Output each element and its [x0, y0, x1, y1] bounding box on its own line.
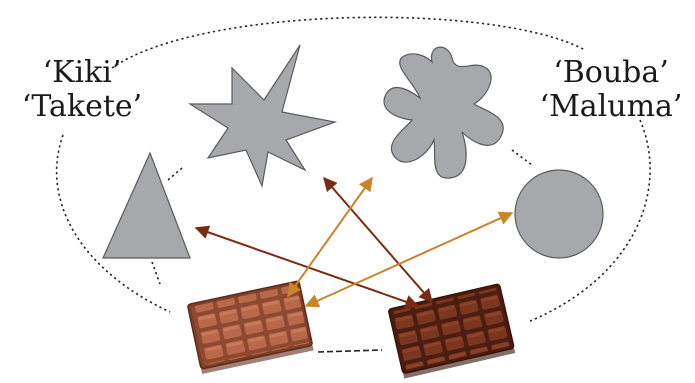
- spiky-star-icon: [190, 45, 335, 186]
- milk-chocolate-bar-icon: [187, 281, 313, 374]
- star-triangle-dotted-connector: [168, 168, 182, 180]
- kiki-word: ‘Kiki’: [6, 56, 158, 90]
- circle-icon: [515, 170, 603, 258]
- triangle-dark-chocolate-arrow: [196, 228, 418, 306]
- blob-icon: [384, 47, 503, 178]
- chocolate-dashed-connector: [318, 350, 382, 352]
- maluma-word: ‘Maluma’: [528, 90, 694, 124]
- dark-chocolate-bar-icon: [388, 284, 515, 379]
- triangle-chocolate-dotted-connector: [152, 262, 160, 284]
- blob-circle-dotted-connector: [512, 150, 532, 165]
- triangle-icon: [103, 153, 190, 258]
- takete-word: ‘Takete’: [6, 90, 158, 124]
- top-dotted-arc: [112, 17, 585, 68]
- blob-milk-chocolate-arrow: [288, 178, 372, 296]
- star-dark-chocolate-arrow: [324, 178, 432, 302]
- bouba-word: ‘Bouba’: [528, 56, 694, 90]
- spiky-words-label: ‘Kiki’ ‘Takete’: [6, 56, 158, 124]
- round-words-label: ‘Bouba’ ‘Maluma’: [528, 56, 694, 124]
- association-arrows: [196, 178, 512, 306]
